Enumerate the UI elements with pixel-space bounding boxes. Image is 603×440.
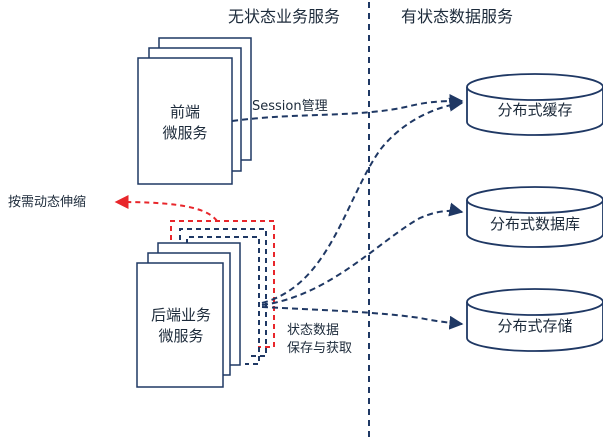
frontend-service-stack: 前端 微服务	[137, 37, 252, 185]
scaling-label: 按需动态伸缩	[8, 194, 86, 210]
state-arrow-to-database	[261, 202, 464, 306]
state-arrow-to-cache	[261, 97, 464, 304]
cache-label: 分布式缓存	[497, 101, 572, 119]
scaling-arrow	[114, 195, 218, 222]
database-label: 分布式数据库	[490, 215, 580, 233]
stateless-services-heading: 无状态业务服务	[228, 7, 340, 26]
scaled-instance-outline-blue-2	[186, 236, 260, 365]
state-arrow-to-storage	[261, 306, 464, 330]
backend-label-line2: 微服务	[158, 327, 203, 345]
distributed-storage-store: 分布式存储	[466, 288, 603, 352]
scaled-instance-outline-blue-1	[179, 228, 267, 357]
distributed-cache-store: 分布式缓存	[466, 73, 603, 136]
stateful-services-heading: 有状态数据服务	[401, 7, 513, 26]
session-label: Session管理	[252, 99, 328, 114]
state-data-label-line2: 保存与获取	[287, 341, 352, 356]
scaled-instance-outline-red	[170, 220, 275, 348]
backend-service-stack: 后端业务 微服务	[136, 242, 241, 388]
backend-label-line1: 后端业务	[151, 306, 211, 324]
storage-label: 分布式存储	[497, 317, 572, 335]
frontend-label-line2: 微服务	[162, 124, 207, 142]
frontend-label-line1: 前端	[170, 103, 200, 121]
distributed-database-store: 分布式数据库	[466, 186, 603, 248]
session-arrow	[231, 94, 464, 122]
state-data-label-line1: 状态数据	[287, 323, 339, 338]
